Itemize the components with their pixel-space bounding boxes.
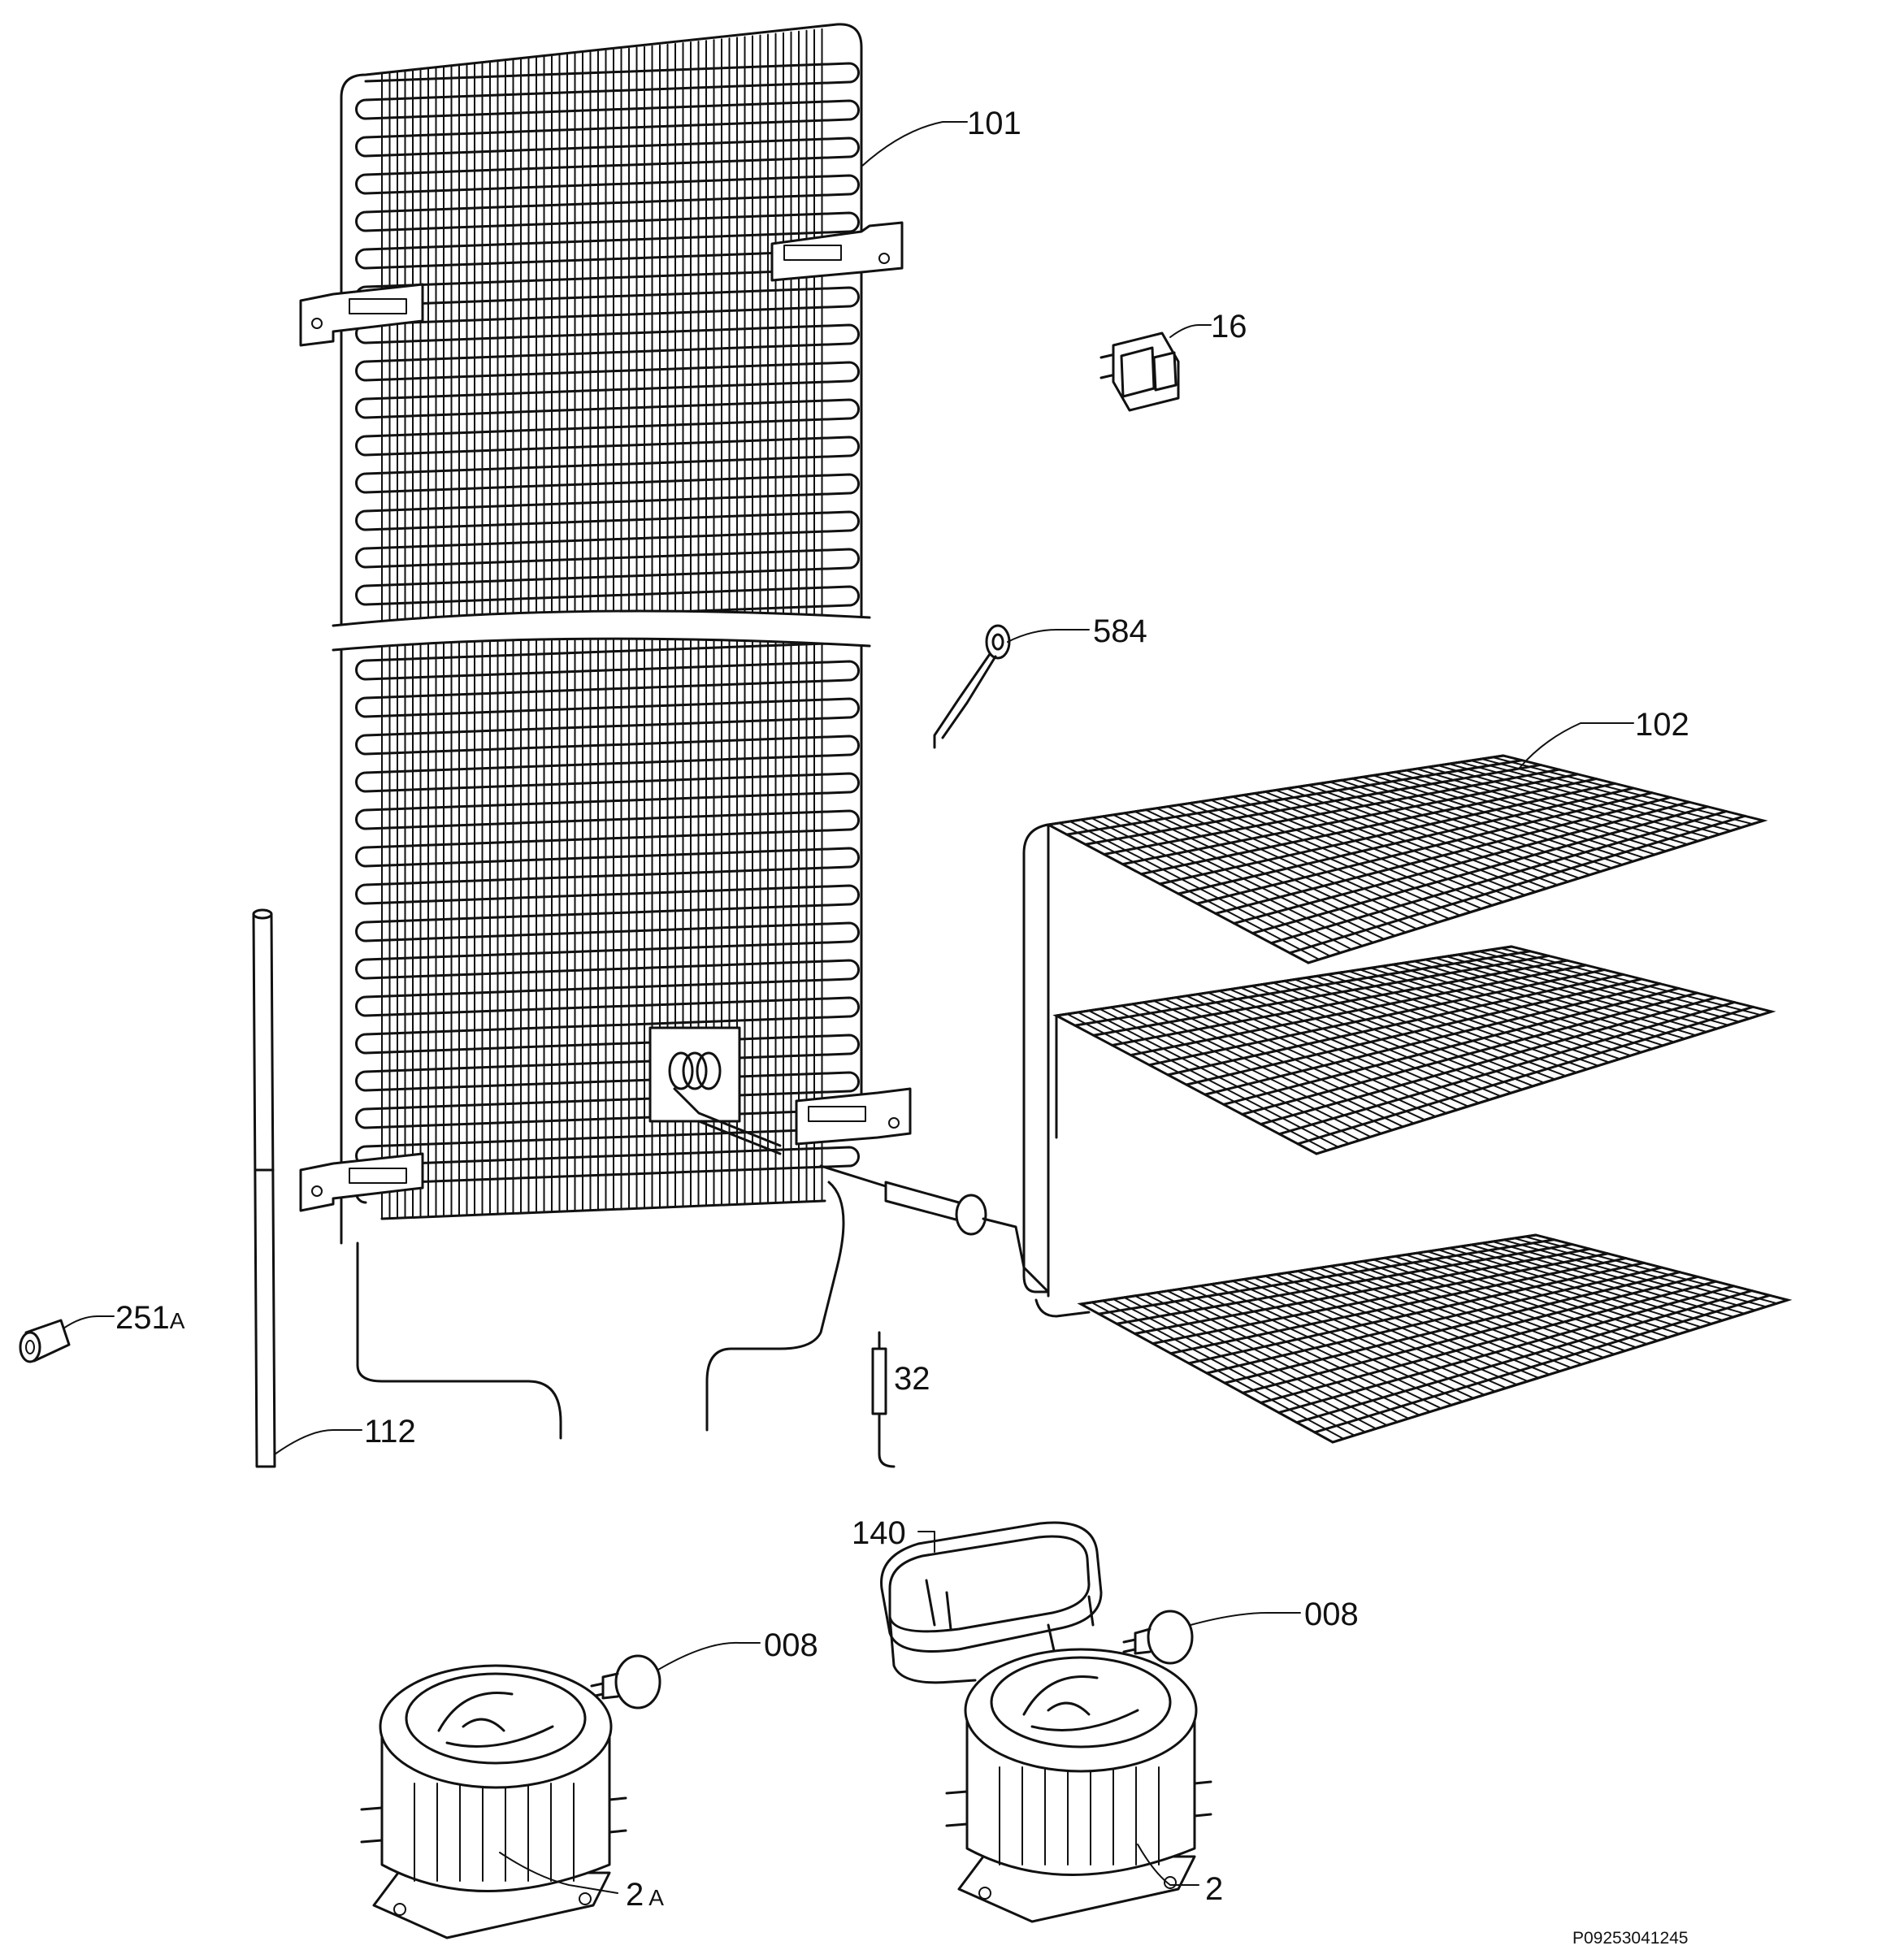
part-label-584: 584: [1093, 613, 1147, 649]
leader-line: [917, 1531, 935, 1553]
capillary-coil-icon: [648, 1026, 782, 1155]
part-label-112: 112: [364, 1414, 416, 1450]
leader-line: [63, 1315, 115, 1329]
part-label-2: 2: [1205, 1871, 1223, 1907]
leader-line: [657, 1641, 761, 1670]
compressor-icon[interactable]: [360, 1664, 627, 1939]
start-relay-icon[interactable]: [1122, 1610, 1194, 1665]
leader-line: [1519, 722, 1634, 769]
part-label-102: 102: [1635, 707, 1689, 743]
part-label-008-left: 008: [764, 1627, 818, 1663]
condenser-coil-icon[interactable]: [299, 23, 1050, 1440]
part-label-251a: 251A: [115, 1300, 185, 1336]
leader-line: [861, 121, 968, 167]
evaporator-shelf-icon[interactable]: [1022, 754, 1793, 1444]
leader-line: [274, 1429, 362, 1455]
bracket-icon: [299, 283, 424, 347]
leader-line: [499, 1852, 618, 1894]
bracket-icon: [299, 1152, 424, 1212]
bracket-icon: [795, 1087, 912, 1146]
grommet-icon[interactable]: [19, 1319, 71, 1363]
tube-icon[interactable]: [252, 908, 276, 1468]
leader-line: [1190, 1612, 1301, 1626]
drip-tray-icon[interactable]: [880, 1521, 1103, 1684]
bracket-icon: [770, 221, 904, 282]
start-relay-icon[interactable]: [590, 1654, 661, 1710]
part-label-008-right: 008: [1304, 1597, 1359, 1632]
leader-line: [1007, 629, 1090, 643]
filter-dryer-icon[interactable]: [871, 1331, 896, 1468]
leader-line: [1137, 1844, 1199, 1886]
part-label-32: 32: [894, 1361, 930, 1397]
sensor-clip-icon[interactable]: [933, 624, 1011, 749]
part-label-140: 140: [852, 1515, 906, 1551]
leader-line: [1169, 324, 1212, 338]
compressor-icon[interactable]: [945, 1648, 1212, 1923]
part-label-16: 16: [1211, 309, 1247, 344]
drawing-code: P09253041245: [1572, 1929, 1688, 1948]
rocker-switch-icon[interactable]: [1099, 332, 1180, 412]
part-label-101: 101: [967, 106, 1021, 141]
